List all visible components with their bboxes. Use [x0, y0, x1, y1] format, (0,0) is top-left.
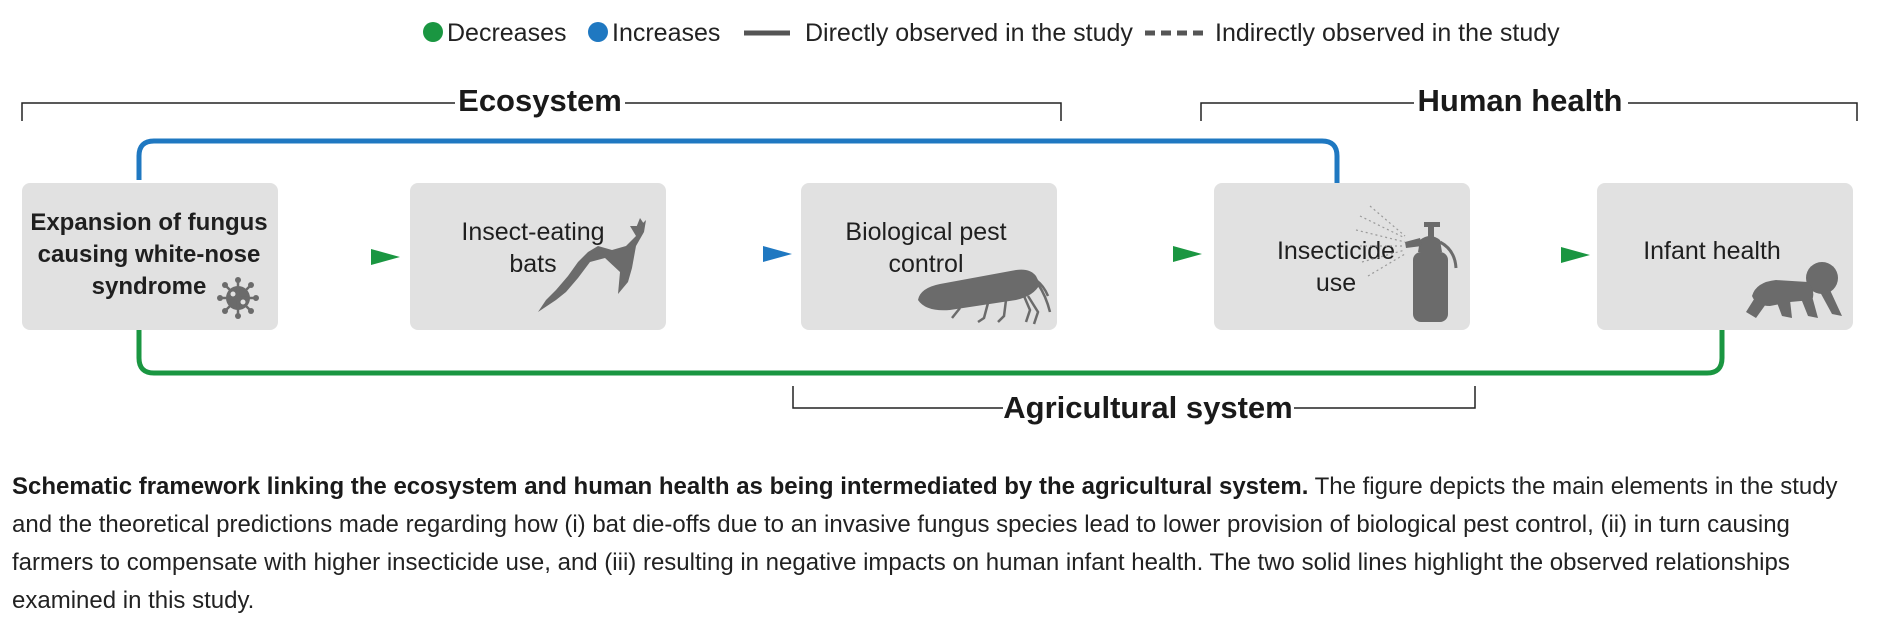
decrease-solid-line [136, 305, 1725, 376]
box-insecticide: Insecticide use [1214, 183, 1470, 330]
baby-icon [1746, 262, 1842, 318]
box-pest-control-line-2: control [888, 250, 963, 278]
box-fungus-line-2: causing white-nose [38, 241, 261, 268]
box-pest-control-line-1: Biological pest [845, 218, 1006, 246]
box-infant: Infant health [1597, 183, 1853, 330]
ecosystem-bracket [21, 102, 1062, 121]
caption-title: Schematic framework linking the ecosyste… [12, 473, 1309, 500]
box-bats-line-2: bats [509, 250, 556, 278]
legend-increases: Increases [612, 19, 720, 47]
box-infant-line-1: Infant health [1643, 237, 1781, 265]
section-agricultural-system: Agricultural system [1003, 390, 1292, 425]
virus-icon [217, 277, 259, 319]
human-health-bracket [1200, 102, 1858, 121]
legend-decreases: Decreases [447, 19, 567, 47]
legend-indirect: Indirectly observed in the study [1215, 19, 1560, 47]
arrow-bats-to-pest-control [677, 246, 792, 262]
box-fungus: Expansion of fungus causing white-nose s… [22, 183, 278, 330]
section-human-health: Human health [1418, 83, 1623, 118]
bat-icon [538, 218, 646, 312]
insect-icon [918, 269, 1052, 325]
box-pest-control: Biological pest control [801, 183, 1057, 330]
increase-solid-line [136, 138, 1340, 205]
increases-swatch [588, 22, 608, 42]
caption-body: The figure depicts the main elements in … [12, 473, 1838, 614]
agricultural-bracket [792, 386, 1476, 409]
box-insecticide-line-2: use [1316, 269, 1356, 297]
box-fungus-line-1: Expansion of fungus [30, 209, 267, 236]
box-insecticide-line-1: Insecticide [1277, 237, 1395, 265]
figure-caption: Schematic framework linking the ecosyste… [12, 468, 1874, 620]
box-bats: Insect-eating bats [410, 183, 666, 330]
section-ecosystem: Ecosystem [458, 83, 622, 118]
arrow-pest-control-to-insecticide [1070, 246, 1202, 262]
legend-direct: Directly observed in the study [805, 19, 1133, 47]
box-bats-line-1: Insect-eating [461, 218, 604, 246]
spray-bottle-icon [1355, 205, 1458, 322]
arrow-fungus-to-bats [292, 249, 400, 265]
decreases-swatch [423, 22, 443, 42]
framework-diagram: Decreases Increases Directly observed in… [21, 19, 1858, 425]
legend: Decreases Increases Directly observed in… [423, 19, 1560, 47]
box-fungus-line-3: syndrome [92, 273, 207, 300]
arrow-insecticide-to-infant [1484, 247, 1590, 263]
